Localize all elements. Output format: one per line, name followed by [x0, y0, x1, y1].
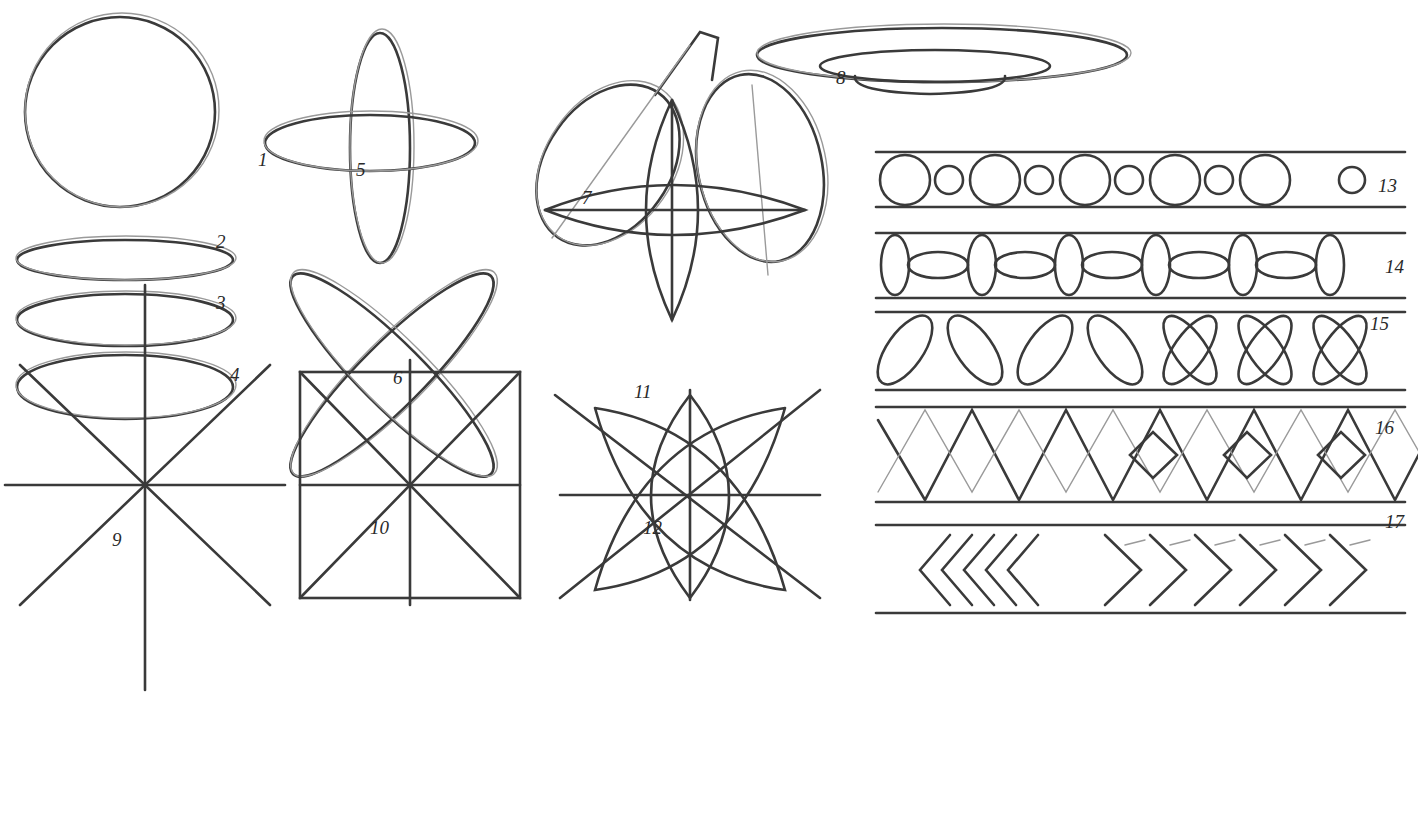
band-stroke: [1077, 307, 1152, 393]
figure-number: 14: [1385, 257, 1404, 276]
band-stroke: [1339, 167, 1365, 193]
band-stroke: [880, 155, 930, 205]
band-stroke: [1008, 535, 1038, 605]
band-stroke: [1125, 540, 1145, 545]
band-stroke: [1169, 252, 1229, 278]
band-stroke: [1305, 540, 1325, 545]
band-stroke: [1105, 535, 1141, 605]
figure-number: 7: [582, 188, 592, 207]
band-stroke: [1229, 235, 1257, 295]
band-stroke: [1170, 540, 1190, 545]
band-stroke: [1304, 308, 1376, 392]
band-stroke: [1055, 235, 1083, 295]
band-stroke: [1240, 535, 1276, 605]
band-stroke: [1082, 252, 1142, 278]
band-stroke: [937, 307, 1012, 393]
band-stroke: [1215, 540, 1235, 545]
band-stroke: [878, 410, 1418, 492]
figure-number: 11: [634, 382, 652, 401]
band-stroke: [1285, 535, 1321, 605]
figure-number: 8: [836, 68, 846, 87]
band-stroke: [970, 155, 1020, 205]
band-stroke: [935, 166, 963, 194]
band-stroke: [1229, 308, 1301, 392]
band-stroke: [1142, 235, 1170, 295]
band-stroke: [1150, 535, 1186, 605]
figure-number: 5: [356, 160, 366, 179]
figure-number: 3: [216, 293, 226, 312]
band-stroke: [1154, 308, 1226, 392]
band-stroke: [1025, 166, 1053, 194]
figure-number: 6: [393, 368, 403, 387]
band-stroke: [964, 535, 994, 605]
band-stroke: [1195, 535, 1231, 605]
figure-number: 16: [1375, 418, 1394, 437]
band-stroke: [878, 410, 1418, 500]
band-stroke: [1060, 155, 1110, 205]
band-stroke: [1224, 432, 1271, 478]
band-stroke: [1205, 166, 1233, 194]
band-stroke: [1330, 535, 1366, 605]
band-stroke: [1115, 166, 1143, 194]
band-stroke: [1229, 308, 1301, 392]
band-stroke: [1256, 252, 1316, 278]
figure-number: 15: [1370, 314, 1389, 333]
band-stroke: [942, 535, 972, 605]
band-stroke: [1240, 155, 1290, 205]
figure-number: 10: [370, 518, 389, 537]
band-stroke: [1130, 432, 1177, 478]
band-stroke: [1350, 540, 1370, 545]
band-stroke: [1304, 308, 1376, 392]
band-stroke: [1150, 155, 1200, 205]
band-stroke: [920, 535, 950, 605]
figure-number: 4: [230, 365, 240, 384]
band-stroke: [1154, 308, 1226, 392]
band-stroke: [1260, 540, 1280, 545]
band-stroke: [995, 252, 1055, 278]
figure-number: 1: [258, 150, 268, 169]
figure-number: 12: [643, 518, 662, 537]
figure-number: 2: [216, 232, 226, 251]
figure-number: 13: [1378, 176, 1397, 195]
band-stroke: [867, 307, 942, 393]
figure-number: 9: [112, 530, 122, 549]
band-stroke: [881, 235, 909, 295]
band-stroke: [986, 535, 1016, 605]
figure-number: 17: [1385, 512, 1404, 531]
band-stroke: [1316, 235, 1344, 295]
band-stroke: [968, 235, 996, 295]
band-stroke: [1318, 432, 1365, 478]
band-stroke: [908, 252, 968, 278]
band-stroke: [1007, 307, 1082, 393]
